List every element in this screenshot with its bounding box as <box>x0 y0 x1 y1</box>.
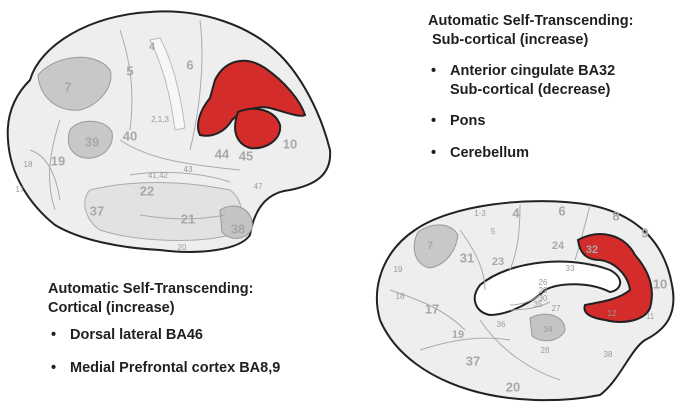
lateral-highlight-ba46 <box>235 109 280 148</box>
medial-label-34: 34 <box>544 325 553 334</box>
lateral-label-10: 10 <box>283 136 297 151</box>
lateral-temporal-lobe <box>85 183 241 241</box>
medial-label-24: 24 <box>552 240 565 252</box>
medial-label-37: 37 <box>466 353 480 368</box>
lateral-label-5: 5 <box>126 63 133 78</box>
subcortical-bullet-anterior-cingulate: Anterior cingulate BA32 Sub-cortical (de… <box>428 62 633 100</box>
medial-label-4: 4 <box>512 205 520 220</box>
medial-label-23: 23 <box>492 256 504 268</box>
medial-label-1-3: 1-3 <box>474 209 486 218</box>
medial-label-19-upper: 19 <box>394 265 403 274</box>
medial-label-31: 31 <box>460 250 474 265</box>
lateral-label-38: 38 <box>231 221 245 236</box>
cortical-bullet-dlpfc: Dorsal lateral BA46 <box>48 326 280 345</box>
subcortical-bullet-cerebellum: Cerebellum <box>428 144 633 163</box>
cortical-heading: Automatic Self-Transcending: Cortical (i… <box>48 280 280 318</box>
lateral-label-7: 7 <box>64 79 71 94</box>
lateral-label-45: 45 <box>239 148 253 163</box>
medial-label-28: 28 <box>541 346 550 355</box>
lateral-label-4: 4 <box>149 41 156 53</box>
medial-label-10: 10 <box>653 276 667 291</box>
cortical-bullet-mpfc: Medial Prefrontal cortex BA8,9 <box>48 359 280 378</box>
medial-label-27: 27 <box>552 304 561 313</box>
medial-label-18-upper: 18 <box>396 292 405 301</box>
lateral-label-22: 22 <box>140 183 154 198</box>
lateral-label-21: 21 <box>181 211 195 226</box>
medial-label-33: 33 <box>566 264 575 273</box>
bullet-text: Pons <box>450 112 633 131</box>
lateral-label-47: 47 <box>254 182 263 191</box>
medial-label-20: 20 <box>506 379 520 394</box>
medial-label-5: 5 <box>491 227 496 236</box>
lateral-label-37: 37 <box>90 203 104 218</box>
medial-label-38: 38 <box>604 350 613 359</box>
bullet-text: Anterior cingulate BA32 <box>450 62 633 81</box>
medial-label-7: 7 <box>427 240 433 252</box>
medial-label-9: 9 <box>641 225 648 240</box>
subcortical-heading: Automatic Self-Transcending: Sub-cortica… <box>428 12 633 50</box>
medial-label-32: 32 <box>586 244 598 256</box>
subcortical-bullet-pons: Pons <box>428 112 633 131</box>
lateral-label-40: 40 <box>123 128 137 143</box>
medial-label-12: 12 <box>608 309 617 318</box>
lateral-label-4142: 41,42 <box>148 171 169 180</box>
lateral-label-17: 17 <box>16 185 25 194</box>
medial-label-19-lower: 19 <box>452 329 464 341</box>
lateral-label-20: 20 <box>178 243 187 252</box>
cortical-heading-line2: Cortical (increase) <box>48 299 280 318</box>
bullet-text: Cerebellum <box>450 144 633 163</box>
medial-label-6: 6 <box>558 203 565 218</box>
lateral-label-6: 6 <box>186 57 193 72</box>
subcortical-heading-line1: Automatic Self-Transcending: <box>428 12 633 31</box>
subcortical-text-block: Automatic Self-Transcending: Sub-cortica… <box>428 12 633 163</box>
medial-brain-diagram: 4 1-3 5 6 8 9 7 24 31 23 32 26 29 30 33 … <box>360 190 680 405</box>
lateral-label-39: 39 <box>85 134 99 149</box>
medial-label-17: 17 <box>425 301 439 316</box>
lateral-label-213: 2,1,3 <box>151 115 169 124</box>
medial-label-36: 36 <box>497 320 506 329</box>
cortical-bullet-list: Dorsal lateral BA46 Medial Prefrontal co… <box>48 326 280 378</box>
medial-label-11: 11 <box>646 312 655 321</box>
medial-label-8: 8 <box>612 208 619 223</box>
medial-label-35: 35 <box>534 300 543 309</box>
lateral-brain-diagram: 4 5 6 7 2,1,3 39 40 44 45 10 18 19 17 22… <box>0 0 340 260</box>
subcortical-heading-line2: Sub-cortical (increase) <box>428 31 633 50</box>
lateral-label-18: 18 <box>24 160 33 169</box>
cortical-heading-line1: Automatic Self-Transcending: <box>48 280 280 299</box>
bullet-text: Sub-cortical (decrease) <box>450 81 633 100</box>
lateral-label-19: 19 <box>51 153 65 168</box>
cortical-text-block: Automatic Self-Transcending: Cortical (i… <box>48 280 280 378</box>
lateral-label-43: 43 <box>184 165 193 174</box>
subcortical-bullet-list: Anterior cingulate BA32 Sub-cortical (de… <box>428 62 633 163</box>
lateral-label-44: 44 <box>215 146 230 161</box>
